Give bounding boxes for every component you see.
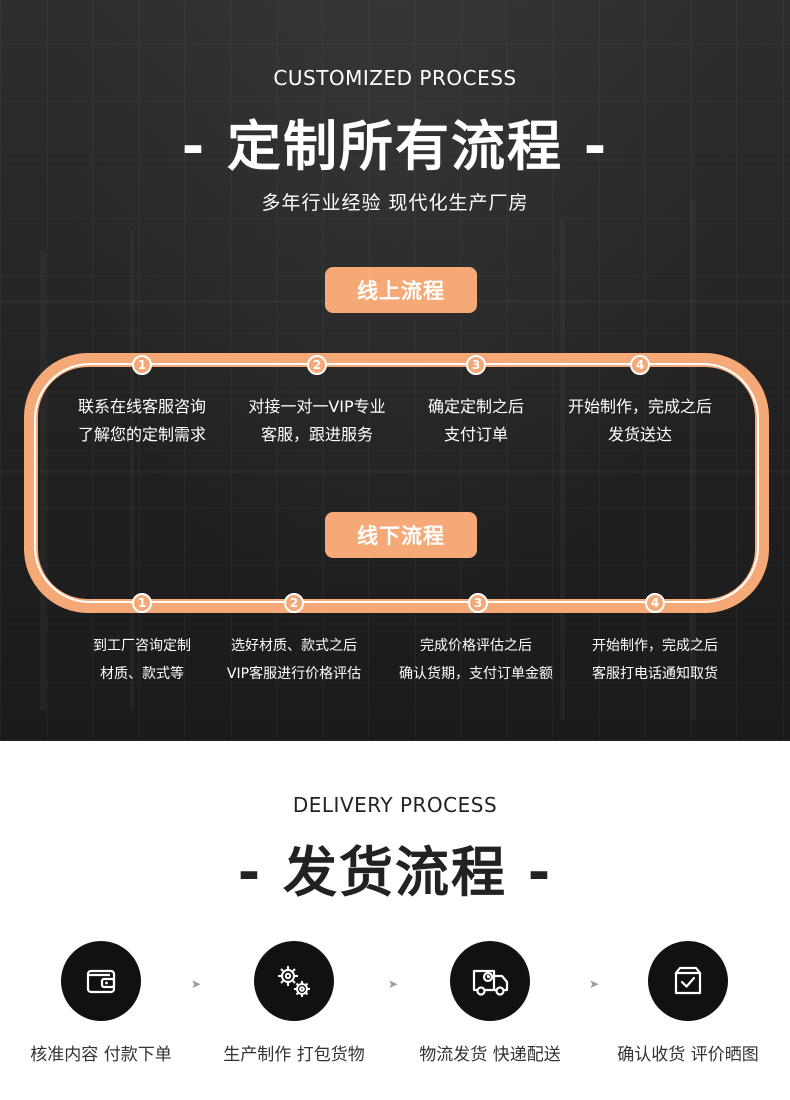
online-step-3-line2: 支付订单 [443, 425, 508, 444]
delivery-step-1-circle [61, 941, 141, 1021]
offline-step-1: 到工厂咨询定制 材质、款式等 [47, 632, 237, 688]
offline-step-3-line1: 完成价格评估之后 [420, 638, 532, 654]
offline-step-4-number: 4 [645, 593, 665, 613]
delivery-arrow-3: ➤ [589, 977, 600, 991]
offline-step-1-line2: 材质、款式等 [100, 666, 184, 682]
online-step-4-line1: 开始制作，完成之后 [567, 397, 712, 416]
online-step-4-line2: 发货送达 [607, 425, 672, 444]
customized-process-section [0, 0, 790, 741]
offline-step-1-number: 1 [132, 593, 152, 613]
online-step-1-line2: 了解您的定制需求 [77, 425, 206, 444]
online-step-1: 联系在线客服咨询 了解您的定制需求 [57, 393, 227, 449]
customized-subtitle: 多年行业经验 现代化生产厂房 [261, 192, 529, 214]
online-step-4: 开始制作，完成之后 发货送达 [555, 393, 725, 449]
offline-step-4-line1: 开始制作，完成之后 [592, 638, 718, 654]
online-step-3-number: 3 [466, 355, 486, 375]
delivery-en-title: DELIVERY PROCESS [292, 793, 498, 817]
delivery-step-4-circle [648, 941, 728, 1021]
customized-cn-title: - 定制所有流程 - [181, 115, 609, 178]
online-step-4-number: 4 [630, 355, 650, 375]
online-step-3-line1: 确定定制之后 [427, 397, 524, 416]
offline-process-button[interactable]: 线下流程 [325, 512, 477, 558]
delivery-step-1-label: 核准内容 付款下单 [30, 1045, 172, 1065]
offline-step-2: 选好材质、款式之后 VIP客服进行价格评估 [199, 632, 389, 688]
online-step-1-number: 1 [132, 355, 152, 375]
delivery-step-2-circle [254, 941, 334, 1021]
process-track-inner-line [34, 363, 759, 603]
wallet-icon [86, 969, 116, 994]
delivery-step-3-label: 物流发货 快递配送 [419, 1045, 561, 1065]
online-step-2-line2: 客服，跟进服务 [260, 425, 373, 444]
delivery-cn-title: - 发货流程 - [237, 841, 553, 904]
offline-step-4: 开始制作，完成之后 客服打电话通知取货 [560, 632, 750, 688]
offline-step-3-line2: 确认货期，支付订单金额 [399, 666, 553, 682]
online-step-2: 对接一对一VIP专业 客服，跟进服务 [232, 393, 402, 449]
offline-step-2-line2: VIP客服进行价格评估 [226, 666, 362, 682]
gears-icon [278, 966, 310, 997]
offline-step-4-line2: 客服打电话通知取货 [592, 666, 718, 682]
truck-icon [472, 969, 509, 996]
offline-step-3: 完成价格评估之后 确认货期，支付订单金额 [381, 632, 571, 688]
offline-step-1-line1: 到工厂咨询定制 [93, 638, 191, 654]
online-process-button[interactable]: 线上流程 [325, 267, 477, 313]
customized-en-title: CUSTOMIZED PROCESS [273, 66, 517, 90]
delivery-step-4-label: 确认收货 评价晒图 [617, 1045, 759, 1065]
online-step-2-line1: 对接一对一VIP专业 [248, 397, 386, 416]
delivery-step-3-circle [450, 941, 530, 1021]
box-check-icon [674, 966, 702, 995]
online-step-1-line1: 联系在线客服咨询 [77, 397, 206, 416]
delivery-arrow-2: ➤ [388, 977, 399, 991]
offline-step-3-number: 3 [468, 593, 488, 613]
offline-step-2-line1: 选好材质、款式之后 [231, 638, 357, 654]
delivery-step-2-label: 生产制作 打包货物 [223, 1045, 365, 1065]
online-step-3: 确定定制之后 支付订单 [391, 393, 561, 449]
delivery-arrow-1: ➤ [191, 977, 202, 991]
offline-step-2-number: 2 [284, 593, 304, 613]
online-step-2-number: 2 [307, 355, 327, 375]
